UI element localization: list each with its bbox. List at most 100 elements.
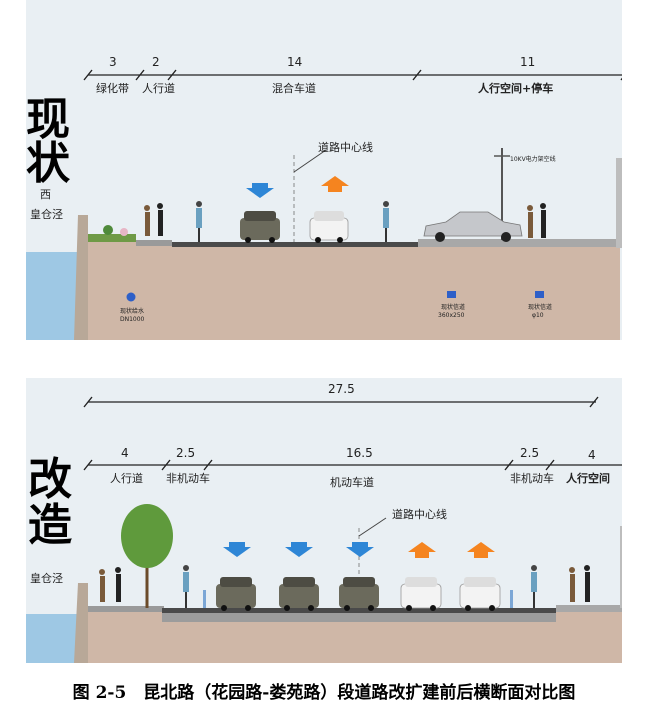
ground [88,242,620,340]
green-belt [88,234,136,242]
existing-section-drawing [26,0,622,340]
down-arrow-icon [223,542,251,557]
utility-size: DN1000 [120,316,145,323]
zone-label: 人行道 [142,82,175,95]
pedestrian-icon [99,569,105,602]
existing-title-bottom: 状 [26,138,70,189]
zone-label: 人行道 [110,472,143,485]
dimension-value: 3 [109,55,117,69]
conduit-marker [535,291,544,298]
side-river-name: 皇仓泾 [30,572,63,585]
car-icon [400,577,442,611]
down-arrow-icon [346,542,374,557]
pedestrian-icon [527,205,533,238]
centerline-leader [358,517,387,537]
dimension-value: 4 [588,448,596,462]
pedestrian-icon [144,205,150,236]
dimension-tick [135,69,145,81]
dimension-value: 4 [121,446,129,460]
figure-caption: 图 2-5 昆北路（花园路-娄苑路）段道路改扩建前后横断面对比图 [72,683,576,703]
zone-label: 绿化带 [96,82,129,95]
pedestrian-icon [540,203,546,238]
cyclist-icon [383,201,389,242]
car-icon [339,577,379,611]
down-arrow-icon [246,183,274,198]
pedestrian-icon [569,567,575,602]
water-main-marker [126,292,136,302]
bollard [510,590,513,608]
pedestrian-icon [584,565,590,602]
utility-size: φ10 [532,312,544,319]
conduit-marker [447,291,456,298]
zone-label: 机动车道 [330,476,374,489]
mixed-lane-road [172,242,418,247]
existing-title-top: 现 [26,94,70,145]
dimension-value: 2.5 [176,446,196,460]
car-icon [279,577,319,611]
utility-size: 360x250 [438,312,465,319]
dimension-tick [83,459,93,471]
existing-section-panel: 现 状 西 皇仓泾 3 2 14 11 绿化带 人行道 混合车道 人行空间+停车… [26,0,622,340]
dimension-tick [203,459,213,471]
centerline-leader [293,149,327,173]
proposed-section-drawing [26,378,622,663]
dimension-tick [412,69,422,81]
zone-label: 非机动车 [166,472,210,485]
cyclist-icon [196,201,202,242]
dimension-tick [589,396,599,408]
centerline-label: 道路中心线 [318,141,373,154]
car-icon [459,577,501,611]
dimension-tick [83,69,93,81]
sidewalk-left [88,606,164,612]
up-arrow-icon [408,542,436,558]
up-arrow-icon [321,176,349,192]
car-icon [240,211,280,243]
side-direction: 西 [40,188,51,201]
flower-bed [120,228,128,236]
sedan-side-icon [423,211,523,242]
zone-label: 非机动车 [510,472,554,485]
utility-label: 现状信道 [528,304,553,311]
zone-label: 人行空间 [566,472,610,485]
car-icon [309,211,349,243]
dimension-tick [83,396,93,408]
proposed-section-panel: 改 造 皇仓泾 27.5 4 2.5 16.5 2.5 4 人行道 非机动车 机… [26,378,622,663]
dimension-value: 16.5 [346,446,373,460]
pedestrian-parking-area [418,239,620,247]
total-dimension-value: 27.5 [328,382,355,396]
zone-label: 混合车道 [272,82,316,95]
side-river-name: 皇仓泾 [30,208,63,221]
pedestrian-icon [115,567,121,602]
dimension-tick [167,69,177,81]
centerline-label: 道路中心线 [392,508,447,521]
sidewalk-left [136,240,172,246]
dimension-tick [161,459,171,471]
motor-vehicle-lanes [162,608,556,613]
dimension-tick [545,459,555,471]
dimension-value: 2 [152,55,160,69]
zone-label: 人行空间+停车 [478,82,554,95]
building [616,158,622,248]
cyclist-icon [183,565,189,608]
proposed-title-top: 改 [28,454,72,505]
dimension-value: 11 [520,55,536,69]
river-bank [74,583,88,663]
sidewalk-right [556,605,622,612]
utility-label: 现状给水 [120,308,145,315]
up-arrow-icon [467,542,495,558]
river-bank [74,215,88,340]
utility-label: 现状信道 [441,304,466,311]
proposed-title-bottom: 造 [28,500,72,551]
car-icon [216,577,256,611]
pole-label: 10KV电力架空线 [510,156,556,163]
dimension-value: 14 [287,55,303,69]
down-arrow-icon [285,542,313,557]
tree-icon [121,504,173,568]
building [620,526,622,608]
dimension-tick [504,459,514,471]
pedestrian-icon [157,203,163,236]
shrub [103,225,113,235]
cyclist-icon [531,565,537,608]
bollard [203,590,206,608]
dimension-value: 2.5 [520,446,540,460]
